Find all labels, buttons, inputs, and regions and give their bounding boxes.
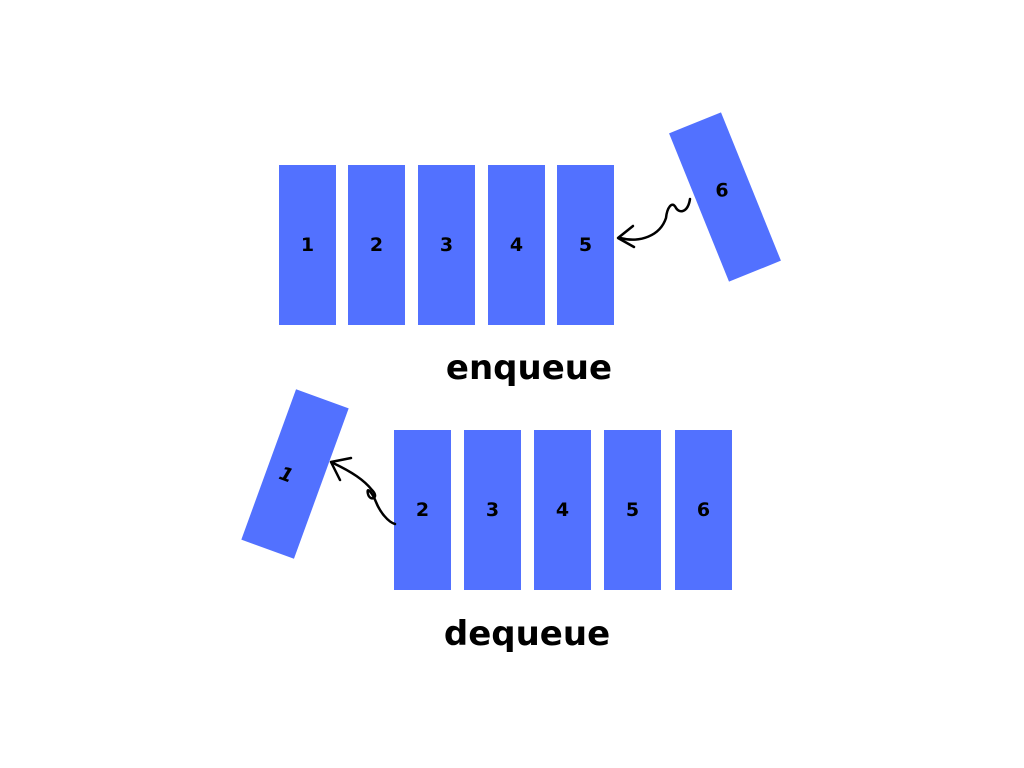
dequeue-arrow xyxy=(331,461,397,526)
dequeue-box-2: 2 xyxy=(394,430,451,590)
dequeue-box-5: 5 xyxy=(604,430,661,590)
enqueue-box-3: 3 xyxy=(418,165,475,325)
enqueue-box-1: 1 xyxy=(279,165,336,325)
dequeue-box-4: 4 xyxy=(534,430,591,590)
enqueue-incoming-label: 6 xyxy=(715,179,729,202)
enqueue-caption: enqueue xyxy=(445,348,613,388)
dequeue-box-3: 3 xyxy=(464,430,521,590)
dequeue-caption: dequeue xyxy=(443,614,611,654)
enqueue-incoming-box: 6 xyxy=(669,112,781,282)
enqueue-box-4: 4 xyxy=(488,165,545,325)
enqueue-arrow xyxy=(618,197,692,241)
enqueue-box-2: 2 xyxy=(348,165,405,325)
enqueue-arrowhead-icon xyxy=(616,224,636,249)
enqueue-box-5: 5 xyxy=(557,165,614,325)
dequeue-arrowhead-icon xyxy=(329,456,353,482)
dequeue-box-6: 6 xyxy=(675,430,732,590)
dequeue-outgoing-label: 1 xyxy=(276,462,297,488)
dequeue-outgoing-box: 1 xyxy=(241,389,349,559)
